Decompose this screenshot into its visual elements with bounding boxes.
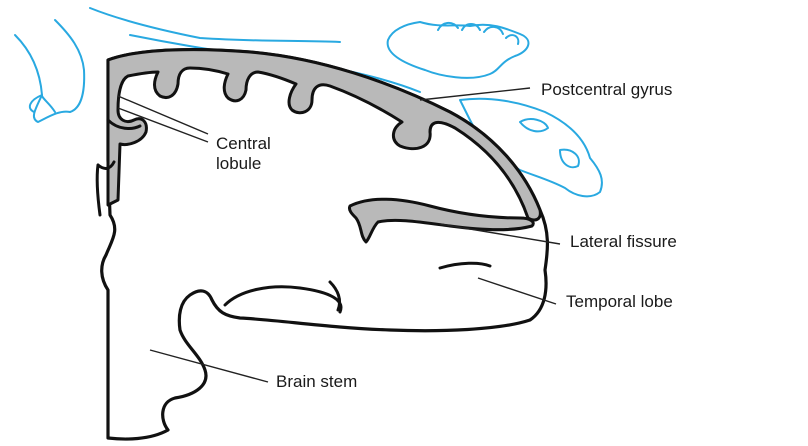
label-central-lobule: Central lobule: [216, 134, 271, 173]
label-temporal-lobe: Temporal lobe: [566, 292, 673, 312]
homunculus-eye: [520, 119, 548, 131]
label-brain-stem: Brain stem: [276, 372, 357, 392]
homunculus-lips: [560, 150, 579, 168]
homunculus-shoulder: [90, 8, 340, 42]
homunculus-hand: [388, 22, 529, 78]
homunculus-foot: [30, 95, 55, 112]
label-central-lobule-line1: Central: [216, 134, 271, 154]
label-central-lobule-line2: lobule: [216, 154, 271, 174]
label-lateral-fissure: Lateral fissure: [570, 232, 677, 252]
label-postcentral-gyrus: Postcentral gyrus: [541, 80, 672, 100]
homunculus-leg: [15, 20, 84, 122]
